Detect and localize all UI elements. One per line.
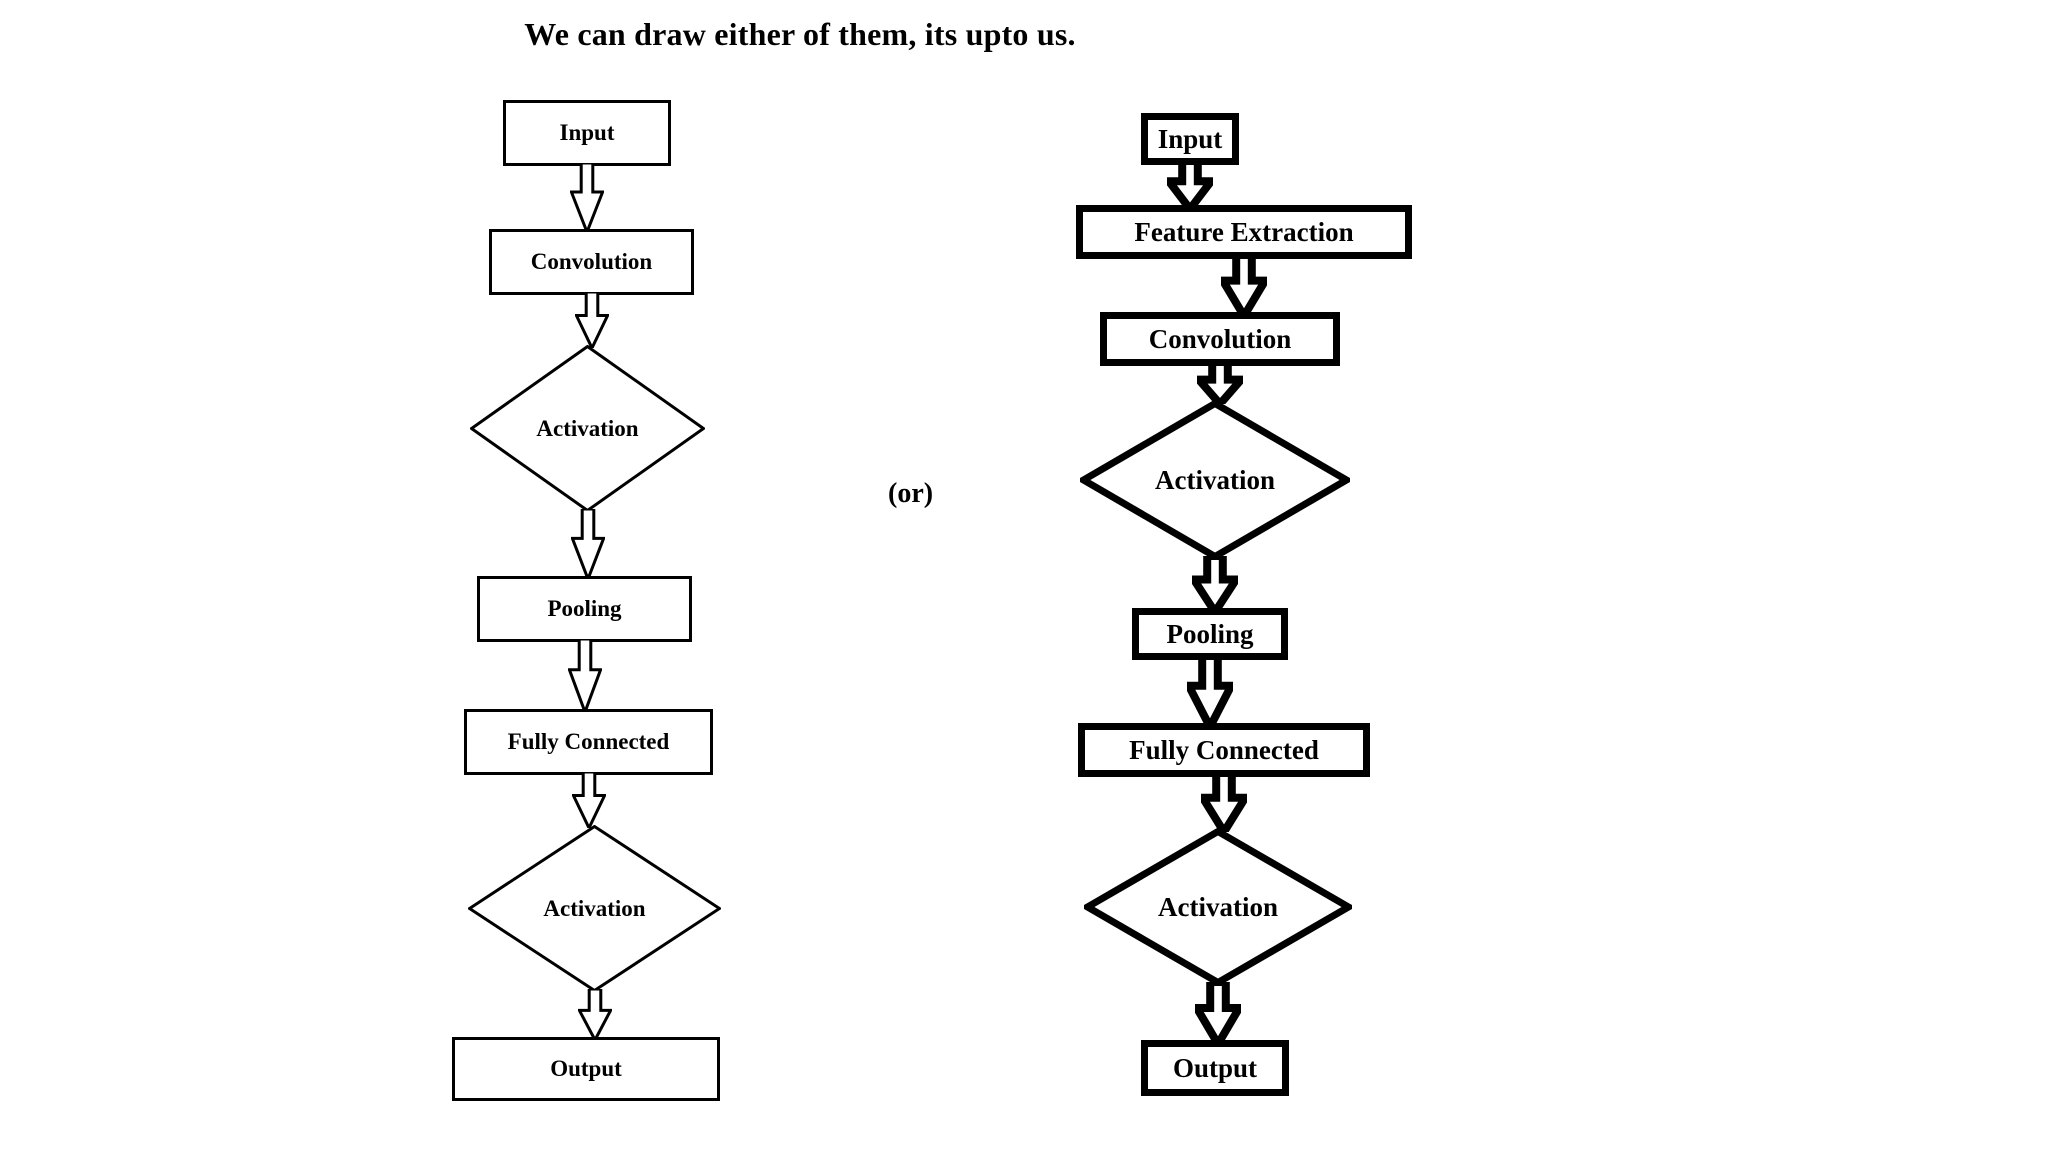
node-label: Fully Connected bbox=[1129, 734, 1319, 765]
arrow-activation2-to-output bbox=[577, 989, 612, 1040]
node-feature_extraction[interactable]: Feature Extraction bbox=[1076, 205, 1412, 259]
arrow-convolution-to-activation1 bbox=[1197, 362, 1243, 404]
or-separator-label: (or) bbox=[888, 478, 934, 509]
node-pooling[interactable]: Pooling bbox=[1132, 608, 1288, 660]
node-label: Input bbox=[559, 120, 615, 145]
node-fully_connected[interactable]: Fully Connected bbox=[1078, 723, 1370, 777]
node-output[interactable]: Output bbox=[1141, 1040, 1289, 1096]
arrow-feature_extraction-to-convolution bbox=[1221, 255, 1267, 316]
arrow-fully_connected-to-activation2 bbox=[571, 772, 606, 828]
node-label: Input bbox=[1157, 123, 1223, 154]
node-label: Output bbox=[1172, 1052, 1258, 1083]
node-pooling[interactable]: Pooling bbox=[477, 576, 692, 642]
node-activation2[interactable]: Activation bbox=[1084, 828, 1352, 986]
node-convolution[interactable]: Convolution bbox=[489, 229, 694, 295]
node-label: Pooling bbox=[1166, 618, 1254, 649]
node-activation1[interactable]: Activation bbox=[1080, 400, 1350, 560]
node-label: Fully Connected bbox=[507, 729, 670, 754]
node-activation1[interactable]: Activation bbox=[470, 345, 705, 512]
arrow-activation1-to-pooling bbox=[570, 509, 605, 579]
arrow-input-to-feature_extraction bbox=[1167, 161, 1213, 209]
arrow-input-to-convolution bbox=[570, 163, 604, 232]
arrow-pooling-to-fully_connected bbox=[1187, 656, 1233, 727]
node-activation2[interactable]: Activation bbox=[468, 825, 721, 992]
node-output[interactable]: Output bbox=[452, 1037, 720, 1101]
arrow-activation1-to-pooling bbox=[1192, 556, 1238, 612]
node-label: Pooling bbox=[547, 596, 622, 621]
node-input[interactable]: Input bbox=[1141, 113, 1239, 165]
node-label: Convolution bbox=[530, 249, 653, 274]
node-input[interactable]: Input bbox=[503, 100, 671, 166]
node-fully_connected[interactable]: Fully Connected bbox=[464, 709, 713, 775]
node-label: Output bbox=[550, 1056, 622, 1081]
arrow-activation2-to-output bbox=[1195, 982, 1241, 1044]
node-convolution[interactable]: Convolution bbox=[1100, 312, 1340, 366]
node-label: Feature Extraction bbox=[1134, 216, 1354, 247]
arrow-convolution-to-activation1 bbox=[574, 292, 609, 348]
arrow-fully_connected-to-activation2 bbox=[1201, 773, 1247, 832]
page-title: We can draw either of them, its upto us. bbox=[524, 16, 1076, 52]
arrow-pooling-to-fully_connected bbox=[567, 639, 602, 712]
node-label: Convolution bbox=[1148, 323, 1292, 354]
